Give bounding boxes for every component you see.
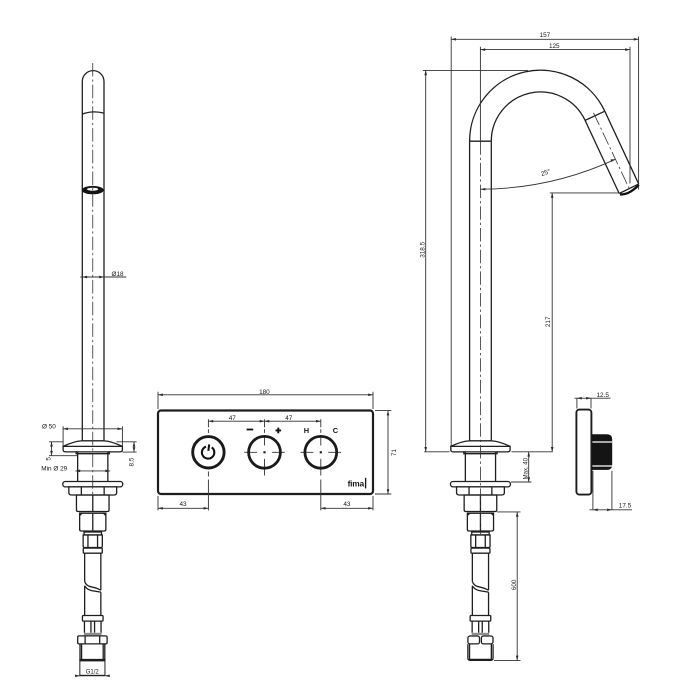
svg-text:125: 125: [549, 43, 560, 50]
svg-text:Ø 50: Ø 50: [42, 423, 56, 430]
svg-text:Min Ø 29: Min Ø 29: [41, 465, 67, 472]
svg-text:47: 47: [285, 415, 293, 422]
svg-text:71: 71: [391, 449, 398, 457]
svg-text:318.5: 318.5: [420, 241, 427, 257]
svg-text:157: 157: [540, 32, 551, 39]
svg-text:25°: 25°: [540, 167, 552, 178]
svg-text:43: 43: [179, 501, 187, 508]
svg-text:47: 47: [229, 415, 237, 422]
svg-text:G1/2: G1/2: [86, 670, 100, 676]
svg-text:C: C: [333, 426, 339, 435]
svg-text:217: 217: [545, 316, 552, 327]
svg-text:8,5: 8,5: [129, 457, 136, 466]
svg-text:17.5: 17.5: [619, 503, 632, 510]
svg-text:Ø18: Ø18: [112, 271, 125, 278]
svg-text:5: 5: [45, 457, 52, 461]
svg-text:Max. 40: Max. 40: [523, 457, 529, 479]
svg-text:fima: fima: [348, 479, 365, 489]
svg-text:H: H: [304, 426, 309, 435]
svg-text:180: 180: [259, 389, 270, 396]
svg-text:600: 600: [511, 579, 518, 590]
svg-text:12.5: 12.5: [597, 392, 610, 399]
svg-text:43: 43: [343, 501, 351, 508]
